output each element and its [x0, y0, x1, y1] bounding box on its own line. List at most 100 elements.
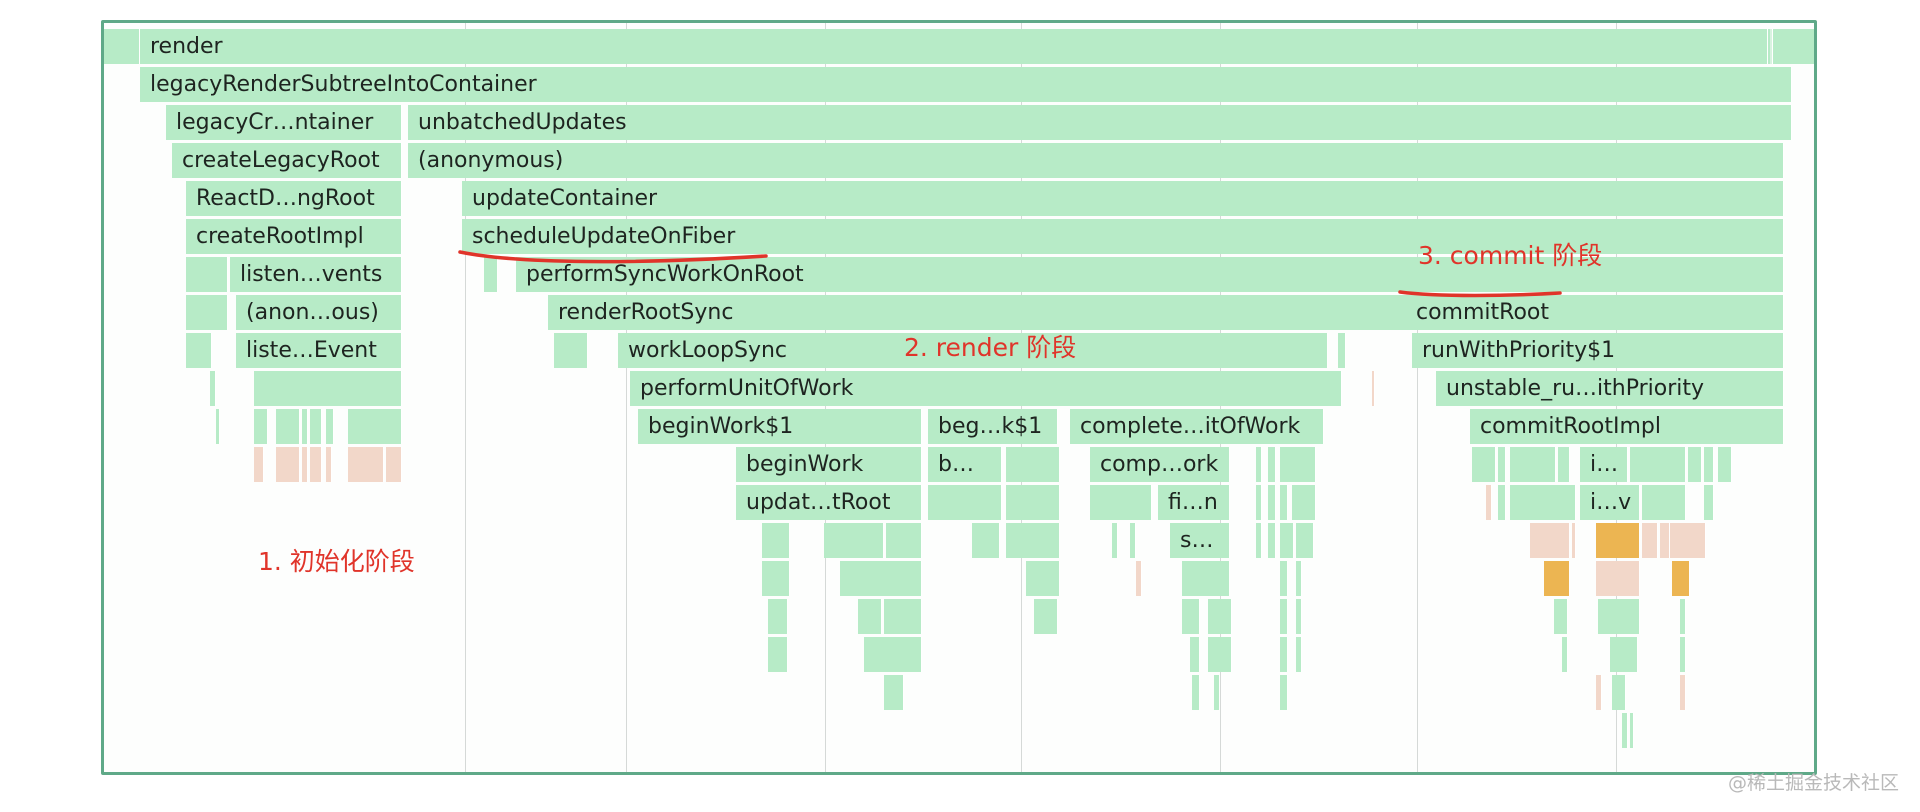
- frame-fi-n[interactable]: fi…n: [1158, 485, 1230, 520]
- flame-frame[interactable]: [1006, 485, 1060, 520]
- flame-frame[interactable]: [1680, 599, 1686, 634]
- frame-s[interactable]: s…: [1170, 523, 1230, 558]
- flame-frame[interactable]: [1208, 599, 1232, 634]
- frame-begin-work-1[interactable]: beginWork$1: [638, 409, 922, 444]
- flame-frame[interactable]: [1208, 637, 1232, 672]
- flame-frame[interactable]: [1704, 447, 1714, 482]
- flame-frame[interactable]: [1256, 447, 1262, 482]
- flame-frame[interactable]: [1280, 675, 1288, 710]
- frame-run-with-priority[interactable]: runWithPriority$1: [1412, 333, 1784, 368]
- frame-commit-root[interactable]: commitRoot: [1406, 295, 1784, 330]
- flame-frame[interactable]: [1630, 447, 1686, 482]
- flame-frame[interactable]: [1610, 637, 1638, 672]
- flame-frame[interactable]: [1596, 561, 1640, 596]
- frame-begin-work[interactable]: beginWork: [736, 447, 922, 482]
- frame-schedule-update-on-fiber[interactable]: scheduleUpdateOnFiber: [462, 219, 1784, 254]
- frame-render[interactable]: render: [140, 29, 1814, 64]
- frame-begin-work-1-b[interactable]: beg…k$1: [928, 409, 1058, 444]
- flame-frame[interactable]: [768, 599, 788, 634]
- flame-frame[interactable]: [326, 409, 334, 444]
- flame-frame[interactable]: [1296, 523, 1314, 558]
- flame-frame[interactable]: [302, 409, 308, 444]
- flame-frame[interactable]: [1192, 675, 1200, 710]
- flame-frame-hot[interactable]: [1672, 561, 1690, 596]
- frame-unbatched-updates[interactable]: unbatchedUpdates: [408, 105, 1792, 140]
- flame-frame[interactable]: [1372, 371, 1375, 406]
- flame-frame[interactable]: [1704, 485, 1714, 520]
- flame-frame[interactable]: [1510, 447, 1556, 482]
- flame-frame[interactable]: [1280, 561, 1288, 596]
- flame-frame[interactable]: [1598, 599, 1640, 634]
- flame-frame[interactable]: [762, 561, 790, 596]
- flame-frame[interactable]: [1770, 29, 1773, 64]
- flame-frame-hot[interactable]: [1544, 561, 1570, 596]
- flame-frame[interactable]: [1280, 599, 1288, 634]
- flame-frame[interactable]: [858, 599, 882, 634]
- flame-frame[interactable]: [840, 561, 922, 596]
- flame-frame[interactable]: [1554, 599, 1568, 634]
- frame-legacy-create-root-container[interactable]: legacyCr…ntainer: [166, 105, 402, 140]
- flame-frame[interactable]: [1472, 447, 1496, 482]
- flame-frame[interactable]: [348, 447, 384, 482]
- flame-frame[interactable]: [768, 637, 788, 672]
- flame-frame[interactable]: [1630, 713, 1634, 748]
- flame-frame[interactable]: [1622, 713, 1628, 748]
- flame-frame[interactable]: [216, 409, 220, 444]
- flame-frame[interactable]: [1256, 485, 1262, 520]
- frame-create-legacy-root[interactable]: createLegacyRoot: [172, 143, 402, 178]
- flame-frame[interactable]: [1718, 447, 1732, 482]
- flame-frame[interactable]: [1572, 523, 1576, 558]
- frame-listen-events[interactable]: listen…vents: [230, 257, 402, 292]
- flame-frame[interactable]: [1612, 675, 1626, 710]
- frame-commit-root-impl[interactable]: commitRootImpl: [1470, 409, 1784, 444]
- frame-i[interactable]: i…: [1580, 447, 1628, 482]
- flame-frame[interactable]: [972, 523, 1000, 558]
- flame-frame[interactable]: [1680, 637, 1686, 672]
- frame-anonymous-2[interactable]: (anon…ous): [236, 295, 402, 330]
- frame-legacy-render-subtree[interactable]: legacyRenderSubtreeIntoContainer: [140, 67, 1792, 102]
- flame-frame[interactable]: [1034, 599, 1058, 634]
- flame-frame[interactable]: [762, 523, 790, 558]
- frame-b[interactable]: b…: [928, 447, 1002, 482]
- flame-frame[interactable]: [1510, 485, 1576, 520]
- flame-frame[interactable]: [1296, 561, 1302, 596]
- flame-frame[interactable]: [928, 485, 1002, 520]
- flame-frame[interactable]: [1280, 637, 1288, 672]
- frame-react-dom-root[interactable]: ReactD…ngRoot: [186, 181, 402, 216]
- flame-frame[interactable]: [1338, 333, 1346, 368]
- frame-perform-unit-of-work[interactable]: performUnitOfWork: [630, 371, 1342, 406]
- flame-frame[interactable]: [302, 447, 308, 482]
- flame-frame[interactable]: [386, 447, 402, 482]
- flame-frame[interactable]: [1642, 523, 1658, 558]
- flame-frame[interactable]: [1280, 447, 1316, 482]
- flame-frame[interactable]: [484, 257, 498, 292]
- flame-frame[interactable]: [1280, 523, 1294, 558]
- flame-frame[interactable]: [1498, 447, 1506, 482]
- flame-frame[interactable]: [1268, 447, 1276, 482]
- flame-frame[interactable]: [824, 523, 884, 558]
- flame-frame[interactable]: [1660, 523, 1670, 558]
- frame-update-container[interactable]: updateContainer: [462, 181, 1784, 216]
- flame-frame[interactable]: [1296, 637, 1302, 672]
- flame-frame[interactable]: [1112, 523, 1118, 558]
- frame-render-root-sync[interactable]: renderRootSync: [548, 295, 1440, 330]
- flame-frame[interactable]: [1680, 675, 1686, 710]
- flame-frame[interactable]: [1130, 523, 1136, 558]
- flame-frame[interactable]: [1486, 485, 1492, 520]
- frame-create-root-impl[interactable]: createRootImpl: [186, 219, 402, 254]
- flame-frame[interactable]: [1292, 485, 1316, 520]
- flame-frame[interactable]: [1670, 523, 1706, 558]
- flame-frame[interactable]: [276, 409, 300, 444]
- flame-frame[interactable]: [1596, 675, 1602, 710]
- flame-frame[interactable]: [186, 333, 212, 368]
- frame-work-loop-sync[interactable]: workLoopSync: [618, 333, 1328, 368]
- flame-frame[interactable]: [884, 675, 904, 710]
- flame-frame[interactable]: [1026, 561, 1060, 596]
- flame-frame[interactable]: [1642, 485, 1686, 520]
- flame-frame[interactable]: [1006, 523, 1060, 558]
- flame-frame[interactable]: [186, 295, 228, 330]
- flame-frame[interactable]: [1214, 675, 1220, 710]
- flame-frame[interactable]: [1182, 599, 1200, 634]
- flame-frame[interactable]: [554, 333, 588, 368]
- flame-frame[interactable]: [1530, 523, 1570, 558]
